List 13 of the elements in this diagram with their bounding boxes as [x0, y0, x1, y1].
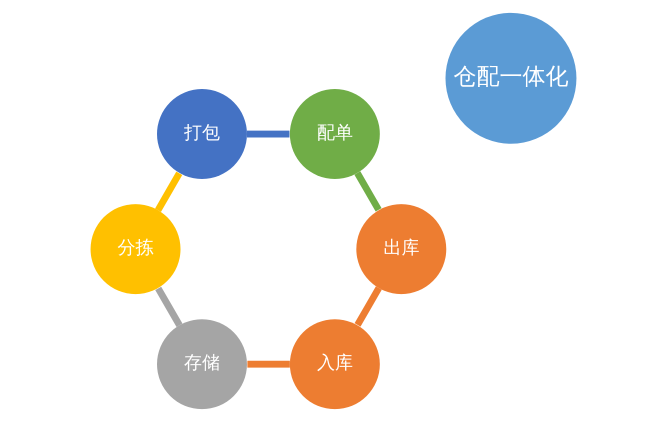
node-circle: 配单 — [290, 89, 380, 180]
node-circle: 出库 — [356, 204, 446, 294]
connector — [354, 286, 382, 327]
connector — [247, 360, 290, 368]
node-circle: 存储 — [157, 319, 247, 410]
node-circle: 仓配一体化 — [446, 12, 576, 144]
node-circle: 分拣 — [90, 204, 181, 294]
node-circle: 入库 — [290, 319, 380, 410]
connector — [155, 286, 182, 327]
connector — [354, 171, 382, 212]
node-circle: 打包 — [157, 89, 247, 180]
connector — [155, 172, 182, 212]
connector — [246, 130, 290, 138]
